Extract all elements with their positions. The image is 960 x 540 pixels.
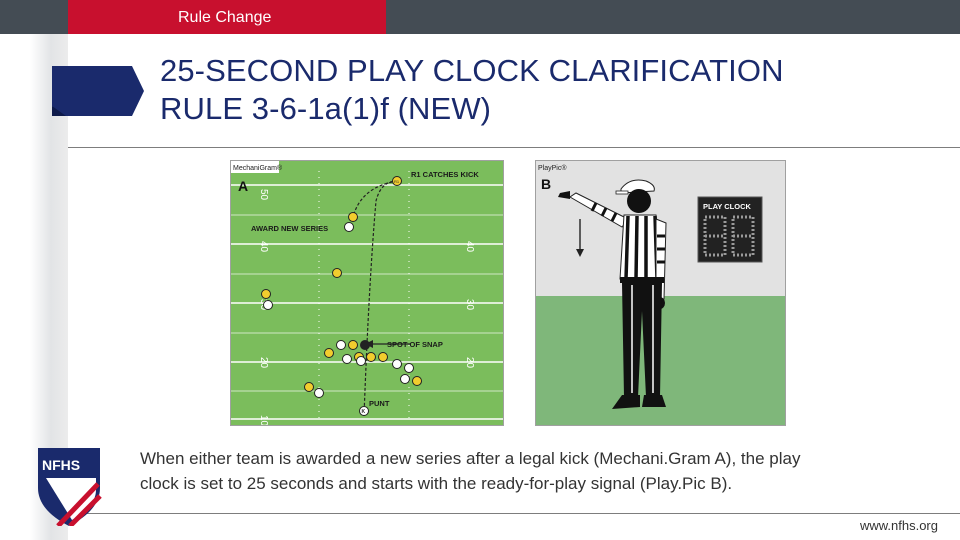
- ball-spot: [360, 340, 370, 350]
- player: [324, 348, 334, 358]
- mechanigram-tag: MechaniGram®: [233, 164, 283, 172]
- label-punt: PUNT: [369, 399, 390, 408]
- figure-b-letter: B: [541, 176, 551, 192]
- footer-url[interactable]: www.nfhs.org: [859, 518, 938, 533]
- field-diagram: MechaniGram® A 50 40 30 20 10 40 30 20 R…: [231, 161, 503, 426]
- title-line-1: 25-SECOND PLAY CLOCK CLARIFICATION: [160, 53, 784, 88]
- title-line-2: RULE 3-6-1a(1)f (NEW): [160, 91, 492, 126]
- mechanigram-figure: MechaniGram® A 50 40 30 20 10 40 30 20 R…: [230, 160, 504, 426]
- official-signal-illustration: PlayPic® B PLAY CLOCK: [536, 161, 785, 425]
- playpic-tag: PlayPic®: [538, 164, 567, 172]
- player: [263, 300, 273, 310]
- section-tab: [68, 0, 386, 34]
- player: [412, 376, 422, 386]
- yard-number: 50: [258, 189, 269, 201]
- kick-path: [363, 180, 398, 417]
- figure-a-letter: A: [238, 178, 248, 194]
- award-spot-player: [348, 212, 358, 222]
- kicker-mark: K: [362, 409, 366, 415]
- kicker-player: [359, 406, 369, 416]
- player: [314, 388, 324, 398]
- referee-figure: [558, 179, 667, 409]
- player: [392, 359, 402, 369]
- r1-mark: R1: [394, 179, 400, 184]
- yard-number: 40: [258, 241, 269, 253]
- slide-caption: When either team is awarded a new series…: [140, 446, 940, 496]
- player: [366, 352, 376, 362]
- player: [344, 222, 354, 232]
- yard-number-right: 30: [464, 299, 475, 311]
- label-award-new-series: AWARD NEW SERIES: [251, 224, 328, 233]
- arrow-flag-icon: [52, 66, 144, 116]
- player: [304, 382, 314, 392]
- divider-bottom: [86, 513, 960, 514]
- nfhs-logo-icon: NFHS: [38, 448, 102, 526]
- player: [332, 268, 342, 278]
- player: [336, 340, 346, 350]
- yard-number-right: 40: [464, 241, 475, 253]
- player: [378, 352, 388, 362]
- section-label: Rule Change: [178, 9, 272, 26]
- yard-number: 20: [258, 357, 269, 369]
- label-spot-of-snap: SPOT OF SNAP: [387, 340, 443, 349]
- slide-title: 25-SECOND PLAY CLOCK CLARIFICATION RULE …: [160, 52, 784, 128]
- play-clock: PLAY CLOCK: [697, 196, 763, 263]
- yard-number-right: 20: [464, 357, 475, 369]
- player: [356, 356, 366, 366]
- playpic-figure: PlayPic® B PLAY CLOCK: [535, 160, 786, 426]
- r1-player: [392, 176, 402, 186]
- caption-line-2: clock is set to 25 seconds and starts wi…: [140, 474, 733, 493]
- player: [342, 354, 352, 364]
- return-path: [352, 180, 398, 218]
- yard-number: 10: [258, 415, 269, 426]
- play-clock-label: PLAY CLOCK: [703, 202, 752, 211]
- caption-line-1: When either team is awarded a new series…: [140, 449, 801, 468]
- divider-top: [68, 147, 960, 148]
- label-r1-catches-kick: R1 CATCHES KICK: [411, 170, 479, 179]
- player: [348, 340, 358, 350]
- player: [404, 363, 414, 373]
- player: [400, 374, 410, 384]
- player: [261, 289, 271, 299]
- logo-text: NFHS: [42, 457, 80, 473]
